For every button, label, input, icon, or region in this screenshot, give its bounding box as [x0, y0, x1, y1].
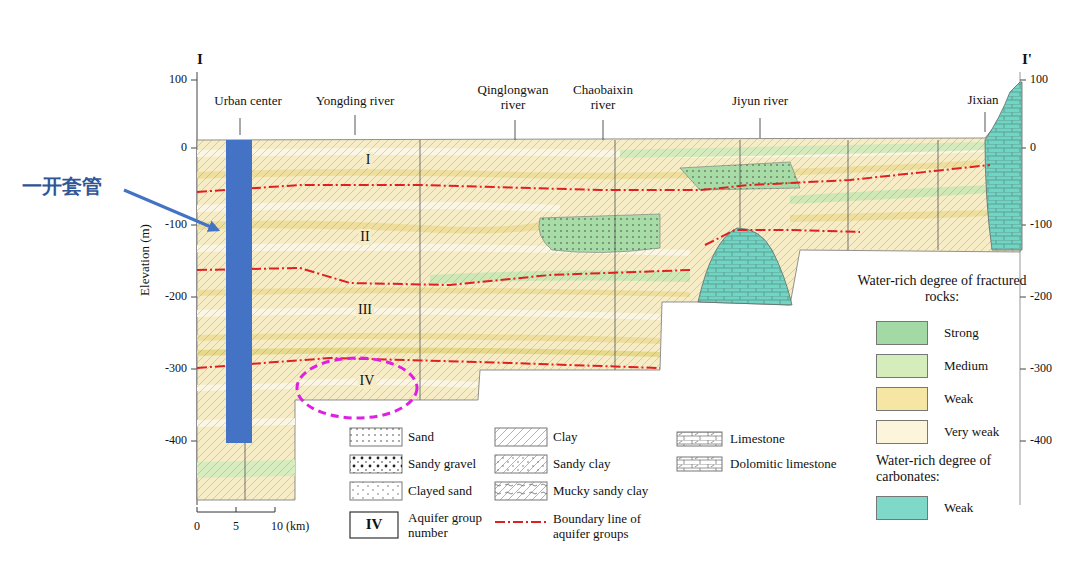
legend-label: Sand	[408, 430, 434, 445]
place-name: Urban center	[214, 94, 282, 109]
section-end: I	[197, 51, 203, 68]
legend-label: Weak	[944, 392, 973, 407]
river-name: Chaobaixin river	[566, 83, 640, 113]
legend-label: Sandy clay	[553, 457, 610, 472]
legend-label: Medium	[944, 359, 988, 374]
legend-swatch	[876, 496, 928, 520]
place-name: Jixian	[967, 93, 998, 108]
tick-label: -200	[165, 290, 187, 304]
legend-label: Clay	[553, 430, 578, 445]
aquifer-number: I	[364, 152, 373, 168]
legend-label: Aquifer group number	[408, 511, 494, 541]
legend-label: Sandy gravel	[408, 457, 476, 472]
scale-label: 5	[233, 520, 239, 534]
tick-label: -400	[165, 434, 187, 448]
legend-label: Boundary line of aquifer groups	[553, 512, 661, 542]
tick-label: -100	[1030, 218, 1052, 232]
legend-label: Clayed sand	[408, 484, 472, 499]
legend-heading: Water-rich degree of fractured rocks:	[857, 273, 1027, 305]
legend-label: Mucky sandy clay	[553, 484, 648, 499]
legend-label: Limestone	[730, 432, 785, 447]
tick-label: -400	[1030, 434, 1052, 448]
river-name: Jiyun river	[732, 94, 788, 109]
river-name: Yongding river	[316, 94, 395, 109]
tick-label: -100	[165, 218, 187, 232]
legend-symbol-text: IV	[366, 516, 383, 533]
aquifer-number: III	[356, 302, 374, 318]
legend-label: Weak	[944, 501, 973, 516]
scale-label: 10 (km)	[271, 520, 309, 534]
aquifer-number: II	[358, 229, 371, 245]
section-end: I'	[1022, 51, 1032, 68]
legend-swatch	[876, 321, 928, 345]
legend-label: Very weak	[944, 425, 999, 440]
tick-label: 100	[169, 73, 187, 87]
tick-label: -200	[1030, 290, 1052, 304]
river-name: Qinglongwan river	[471, 83, 555, 113]
aquifer-number: IV	[358, 373, 377, 389]
legend-swatch	[876, 387, 928, 411]
tick-label: -300	[165, 362, 187, 376]
axis-title: Elevation (m)	[138, 224, 153, 296]
scale-label: 0	[194, 520, 200, 534]
tick-label: 0	[181, 141, 187, 155]
legend-heading: Water-rich degree of carbonates:	[876, 453, 1011, 485]
legend-swatch	[876, 354, 928, 378]
tick-label: 0	[1030, 141, 1036, 155]
legend-swatch	[876, 420, 928, 444]
legend-label: Strong	[944, 326, 979, 341]
callout-text: 一开套管	[22, 175, 102, 198]
tick-label: -300	[1030, 362, 1052, 376]
legend-label: Dolomitic limestone	[730, 457, 837, 472]
tick-label: 100	[1030, 73, 1048, 87]
